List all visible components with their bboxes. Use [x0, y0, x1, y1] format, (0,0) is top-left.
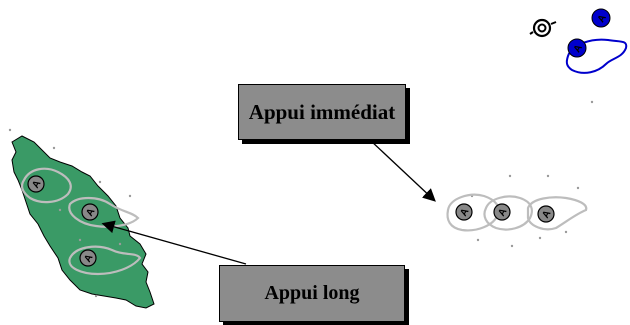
a-symbol-left-2 — [81, 203, 99, 221]
a-symbol-left-3 — [79, 249, 97, 267]
blue-outline-shape — [565, 38, 628, 74]
gray-blob-outline-2 — [68, 196, 140, 228]
a-symbol-right-1 — [455, 203, 473, 221]
a-symbol-left-1 — [27, 175, 45, 193]
arrow-to-immediate-target — [369, 139, 436, 202]
gray-blob-right-2 — [483, 195, 533, 231]
target-symbol-icon — [529, 18, 557, 38]
blue-circle-top-letter: A — [596, 13, 609, 25]
a-symbol-right-3 — [537, 205, 555, 223]
callout-appui-long: Appui long — [219, 265, 405, 322]
blue-circle-bottom-letter: A — [572, 43, 585, 55]
decorative-dots — [8, 100, 594, 298]
gray-blob-outline-1 — [20, 167, 72, 204]
arrow-to-long-target — [101, 220, 247, 265]
callout-appui-long-label: Appui long — [264, 282, 360, 304]
gray-blob-right-3 — [526, 196, 588, 231]
blue-circle-top — [591, 8, 611, 28]
callout-appui-immediat: Appui immédiat — [238, 84, 406, 140]
callout-appui-immediat-label: Appui immédiat — [248, 99, 396, 124]
a-symbol-right-2 — [493, 203, 511, 221]
blue-circle-bottom — [567, 38, 587, 58]
gray-blob-outline-3 — [68, 245, 142, 276]
